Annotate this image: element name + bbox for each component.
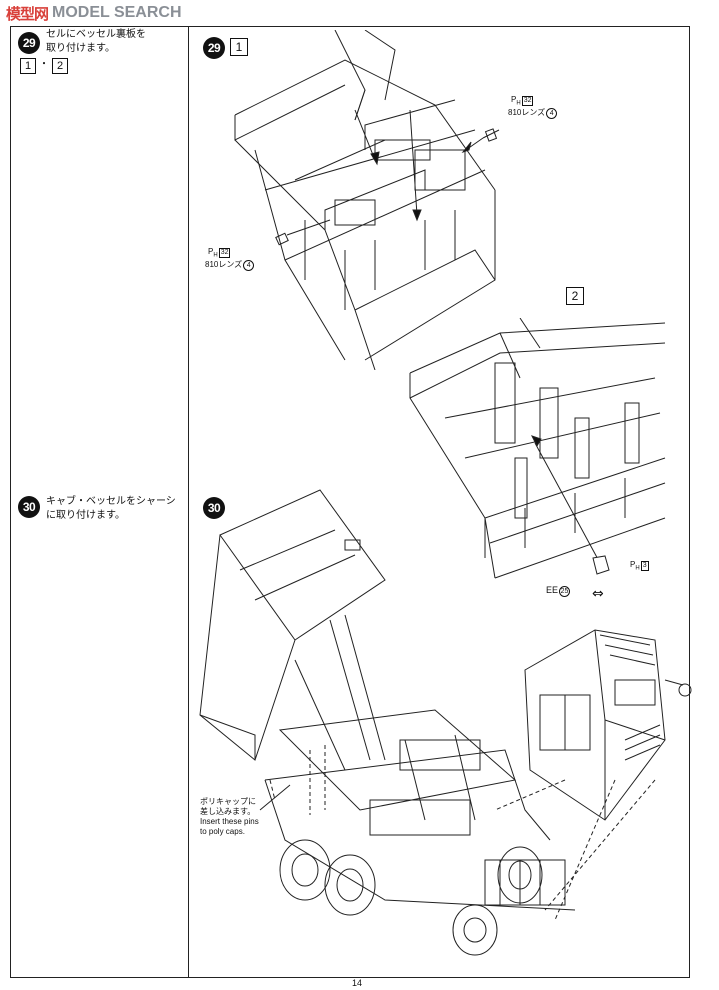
note-en-line1: Insert these pins	[200, 817, 259, 826]
step-29-ref-1: 1	[20, 58, 36, 74]
step-30-text-line1: キャブ・ベッセルをシャーシ	[46, 496, 176, 507]
step-29-view-1-illustration	[225, 30, 525, 370]
figure-29-badge: 29	[203, 37, 225, 59]
column-divider	[188, 26, 189, 978]
figure-29-view-1: 1	[230, 38, 248, 56]
note-jp-line1: ポリキャップに	[200, 797, 256, 806]
watermark-logo-icon: 模型网	[6, 5, 49, 23]
note-en-line2: to poly caps.	[200, 827, 245, 836]
step-29-view-2-illustration	[405, 318, 670, 583]
step-30-illustration	[185, 480, 710, 960]
site-watermark: 模型网 MODEL SEARCH	[6, 2, 182, 24]
step-30-text-line2: に取り付けます。	[46, 510, 125, 521]
page-frame	[10, 26, 690, 978]
note-jp-line2: 差し込みます。	[200, 807, 256, 816]
step-30-badge: 30	[18, 496, 40, 518]
direction-arrow-icon: ⇔	[592, 586, 604, 602]
step-29-ref-2: 2	[52, 58, 68, 74]
step-29-text-line1: セルにベッセル裏板を	[46, 29, 146, 40]
watermark-text: MODEL SEARCH	[52, 4, 182, 21]
page-number: 14	[352, 978, 363, 988]
step-29-badge: 29	[18, 32, 40, 54]
step-29-ref-sep: ・	[39, 59, 49, 70]
figure-30-badge: 30	[203, 497, 225, 519]
figure-29-view-2: 2	[566, 287, 584, 305]
step-29-text-line2: 取り付けます。	[46, 43, 115, 54]
